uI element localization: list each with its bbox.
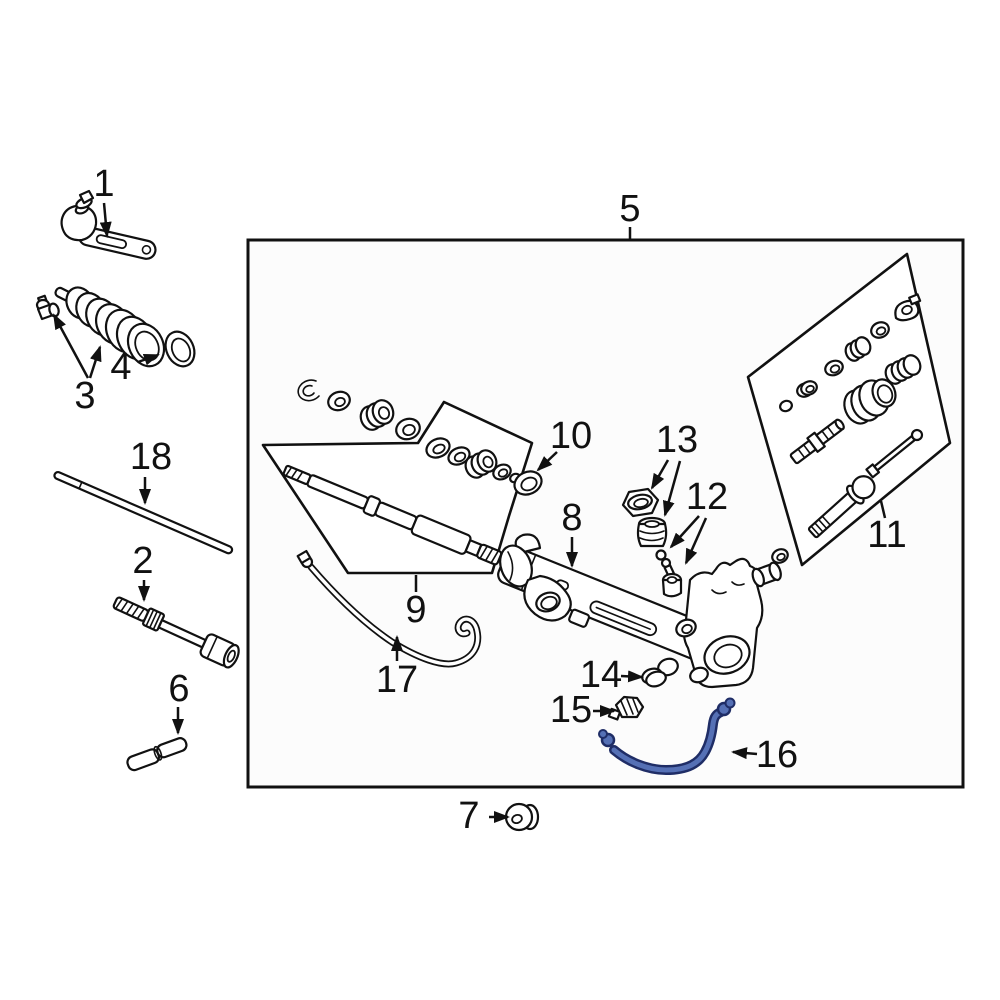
callout-12: 12 — [686, 476, 728, 518]
part-11-seal-kit — [746, 252, 952, 567]
part-7-grommet — [504, 802, 540, 832]
part-16-pressure-line — [598, 697, 736, 776]
part-9-seal-row — [297, 379, 521, 484]
part-14-washer — [641, 667, 667, 688]
callout-5: 5 — [619, 188, 640, 230]
callout-18: 18 — [130, 436, 172, 478]
callout-2: 2 — [132, 540, 153, 582]
callout-3: 3 — [74, 375, 95, 417]
callout-17: 17 — [376, 659, 418, 701]
part-10-seal-ring — [513, 470, 543, 496]
callout-14: 14 — [580, 654, 622, 696]
callout-9: 9 — [405, 589, 426, 631]
callout-16: 16 — [756, 734, 798, 776]
callout-10: 10 — [550, 415, 592, 457]
part-17-transfer-tube — [296, 549, 482, 668]
callout-7: 7 — [458, 795, 479, 837]
part-9-rack-group — [261, 400, 534, 575]
part-18-rod — [53, 470, 234, 555]
callout-15: 15 — [550, 689, 592, 731]
callout-11: 11 — [867, 514, 906, 556]
callout-4: 4 — [110, 346, 131, 388]
part-1-outer-tie-rod-end — [60, 189, 157, 260]
callout-13: 13 — [656, 419, 698, 461]
callout-8: 8 — [561, 497, 582, 539]
callout-arrows — [52, 202, 887, 823]
part-2-inner-tie-rod — [112, 596, 240, 669]
part-12-fittings — [655, 549, 683, 598]
callout-labels: 1 3 4 18 2 6 5 9 10 13 12 8 11 17 14 15 … — [74, 163, 906, 837]
part-8-gear-housing — [497, 533, 764, 689]
part-13-nut-and-boot — [621, 487, 668, 548]
part-6-pin — [126, 737, 188, 772]
housing-side-rings — [751, 548, 789, 588]
callout-6: 6 — [168, 668, 189, 710]
part-3-clamp — [35, 294, 60, 321]
callout-1: 1 — [93, 163, 114, 205]
